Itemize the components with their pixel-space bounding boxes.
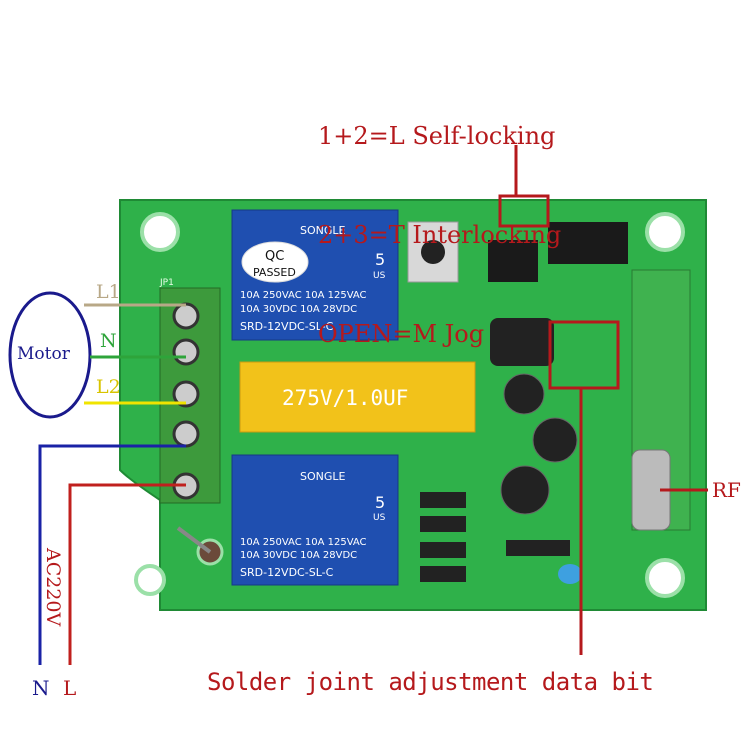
relay-rating: 10A 250VAC 10A 125VAC (240, 290, 367, 301)
qc-label: QC (265, 249, 284, 264)
mount-hole (140, 212, 180, 252)
rf-antenna-coil (490, 318, 554, 366)
electrolytic-cap (532, 417, 578, 463)
relay-voltage: 5 (375, 250, 385, 269)
relay-rating: 10A 250VAC 10A 125VAC (240, 537, 367, 548)
qc-sticker (241, 241, 309, 283)
supply-l-label: L (63, 676, 77, 700)
relay-voltage: 5 (375, 493, 385, 512)
mode-line-interlocking: 2+3=T Interlocking (318, 221, 562, 249)
capacitor-label: 275V/1.0UF (282, 386, 408, 410)
mode-legend: 1+2=L Self-locking 2+3=T Interlocking OP… (318, 54, 561, 384)
supply-n-label: N (32, 676, 50, 700)
mount-hole (645, 558, 685, 598)
diode-array (420, 492, 466, 582)
wire-l2-label: L2 (96, 376, 121, 398)
terminal-screws (172, 302, 200, 500)
motor-label: Motor (17, 344, 70, 364)
solder-joint-highlight (548, 320, 620, 390)
solder-note: Solder joint adjustment data bit (207, 668, 654, 696)
wire-n-label: N (100, 330, 117, 352)
motor-symbol (8, 291, 92, 419)
relay-brand: SONGLE (300, 224, 346, 237)
qc-passed: PASSED (253, 266, 296, 279)
electrolytic-cap (500, 465, 550, 515)
film-capacitor (239, 361, 476, 433)
rf-label: RF (712, 478, 741, 502)
mode-jumper-highlight (498, 194, 550, 228)
wire-supply-l (68, 483, 186, 665)
push-button-cap (421, 240, 445, 264)
mode-line-self-locking: 1+2=L Self-locking (318, 122, 556, 150)
mount-hole (134, 564, 166, 596)
relay-us: US (373, 513, 386, 523)
relay-rating: 10A 30VDC 10A 28VDC (240, 304, 357, 315)
relay-us: US (373, 271, 386, 281)
electrolytic-cap (503, 373, 545, 415)
relay-bottom (231, 454, 399, 586)
diode (506, 540, 570, 556)
wire-supply-n (38, 444, 186, 665)
connector-label: JP1 (159, 278, 174, 288)
supply-voltage-label: AC220V (42, 548, 64, 627)
relay-brand: SONGLE (300, 470, 346, 483)
ic-chip (548, 222, 628, 264)
ceramic-cap (558, 564, 582, 584)
relay-rating: 10A 30VDC 10A 28VDC (240, 550, 357, 561)
relay-model: SRD-12VDC-SL-C (240, 320, 334, 333)
jumper-wire (176, 526, 212, 554)
ic-chip (488, 240, 538, 282)
relay-model: SRD-12VDC-SL-C (240, 566, 334, 579)
wire-l1-label: L1 (96, 281, 121, 303)
mode-line-jog: OPEN=M Jog (318, 320, 485, 348)
mount-hole (645, 212, 685, 252)
